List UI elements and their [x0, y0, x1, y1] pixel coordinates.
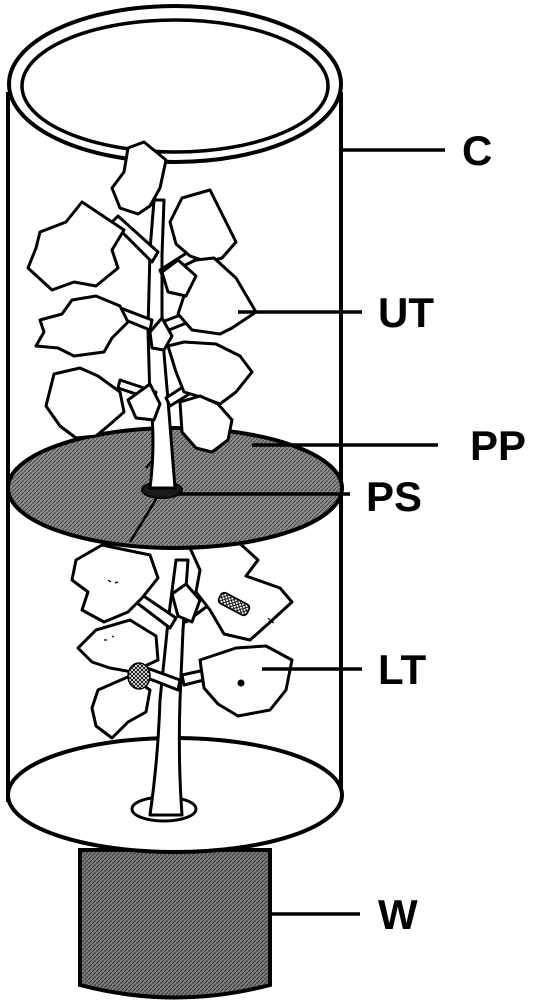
label-ut: UT — [378, 289, 434, 336]
label-lt: LT — [378, 646, 427, 693]
label-ps: PS — [366, 473, 422, 520]
water-container — [80, 850, 270, 998]
label-c: C — [462, 127, 492, 174]
labels: C UT PP PS LT W — [366, 127, 526, 938]
insect-marker — [128, 663, 150, 689]
insect-marker — [238, 680, 245, 687]
label-w: W — [378, 891, 418, 938]
cylinder-top-opening — [9, 6, 341, 162]
label-pp: PP — [470, 422, 526, 469]
